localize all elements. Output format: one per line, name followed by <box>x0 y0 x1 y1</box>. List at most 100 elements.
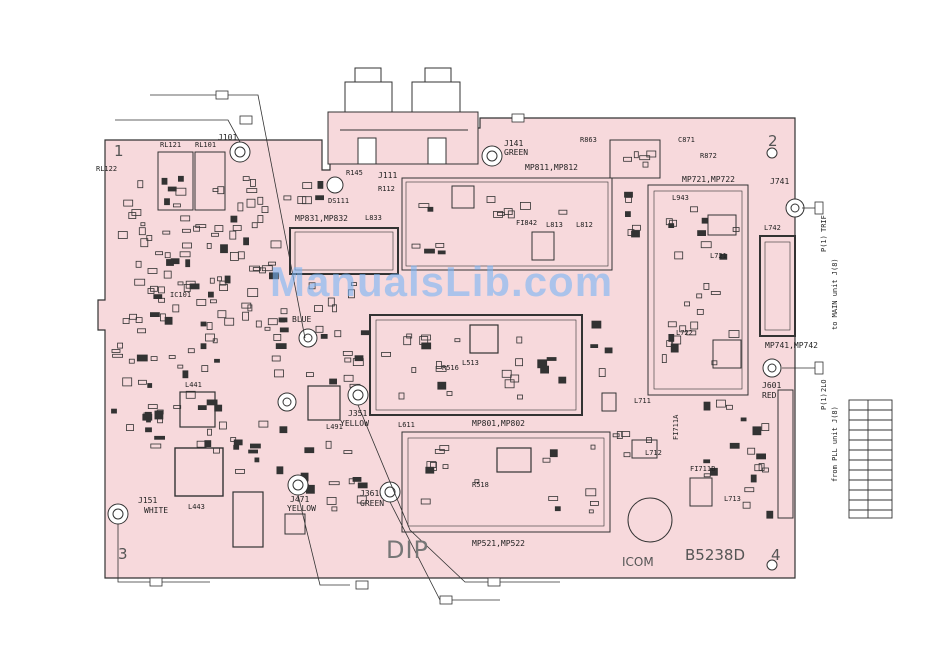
smd-pad <box>193 225 201 232</box>
coax-connectors <box>107 141 805 571</box>
smd-pad <box>138 227 146 236</box>
smd-pad <box>591 320 602 329</box>
smd-pad <box>274 369 284 378</box>
smd-pad <box>344 357 352 363</box>
smd-pad <box>157 416 164 424</box>
part-fi711a: FI711A <box>672 414 680 440</box>
smd-pad <box>147 404 158 410</box>
part-l441: L441 <box>185 381 202 389</box>
smd-pad <box>729 442 740 449</box>
smd-pad <box>446 391 453 396</box>
shield-mp811: MP811,MP812 <box>525 163 578 172</box>
smd-pad <box>625 211 631 218</box>
smd-pad <box>454 338 461 343</box>
smd-pad <box>237 202 244 212</box>
smd-pad <box>268 261 277 266</box>
smd-pad <box>642 161 649 168</box>
smd-pad <box>442 464 449 470</box>
label-j471-color: YELLOW <box>287 504 316 513</box>
smd-pad <box>150 285 158 292</box>
smd-pad <box>504 379 515 389</box>
smd-pad <box>166 259 174 266</box>
smd-pad <box>273 333 282 341</box>
pcb-outline <box>97 117 796 579</box>
smd-pad <box>554 506 561 512</box>
part-fi711b: FI711B <box>690 465 716 473</box>
smd-pad <box>696 293 703 299</box>
smd-pad <box>621 431 631 438</box>
smd-pad <box>177 364 184 369</box>
smd-pad <box>177 281 184 286</box>
smd-pad <box>690 206 698 213</box>
smd-pad <box>209 299 217 304</box>
smd-pad <box>701 217 709 224</box>
smd-pad <box>549 449 558 458</box>
smd-pad <box>297 196 307 205</box>
smd-pad <box>317 180 324 189</box>
smd-pad <box>427 206 434 212</box>
smd-pad <box>158 297 166 303</box>
smd-pad <box>747 447 756 455</box>
smd-pad <box>257 215 264 223</box>
smd-pad <box>542 457 551 463</box>
smd-pad <box>214 225 224 233</box>
smd-pad <box>254 457 260 463</box>
smd-pad <box>710 467 718 476</box>
smd-pad <box>686 330 697 336</box>
smd-pad <box>249 443 261 449</box>
label-j601-color: RED <box>762 391 777 400</box>
part-l812: L812 <box>576 221 593 229</box>
smd-pad <box>604 347 613 354</box>
smd-pad <box>684 301 690 307</box>
smd-pad <box>590 344 599 349</box>
smd-pad <box>411 243 421 249</box>
smd-pad <box>588 509 594 514</box>
smd-pad <box>242 311 250 321</box>
smd-pad <box>279 327 289 333</box>
smd-pad <box>590 444 596 450</box>
corner-number-top-left: 1 <box>114 142 124 160</box>
part-r112: R112 <box>378 185 395 193</box>
smd-pad <box>623 452 631 458</box>
smd-pad <box>679 325 687 333</box>
label-j141: J141 <box>504 139 524 148</box>
board-side-label: DIP <box>386 536 430 564</box>
smd-pad <box>200 343 207 350</box>
smd-pad <box>585 488 597 497</box>
part-l721: L721 <box>710 252 727 260</box>
label-j151: J151 <box>138 496 158 505</box>
smd-pad <box>351 282 357 287</box>
smd-pad <box>233 444 240 450</box>
ext-to-main-pin: P(1) <box>820 235 828 252</box>
smd-pad <box>167 186 177 192</box>
ext-to-main-signal: TRIF <box>820 215 828 232</box>
smd-pad <box>163 270 172 279</box>
smd-pad <box>164 316 173 325</box>
shield-mp801: MP801,MP802 <box>472 419 525 428</box>
smd-pad <box>207 428 212 436</box>
smd-pad <box>403 336 412 346</box>
smd-pad <box>161 177 168 185</box>
smd-pad <box>257 196 264 205</box>
smd-pad <box>517 394 523 400</box>
smd-pad <box>111 408 117 414</box>
smd-pad <box>661 354 667 364</box>
smd-pad <box>147 383 153 388</box>
smd-pad <box>752 426 762 436</box>
smd-pad <box>261 206 269 214</box>
smd-pad <box>197 405 207 411</box>
smd-pad <box>406 333 413 339</box>
smd-pad <box>177 175 184 182</box>
part-ds111: DS111 <box>328 197 350 205</box>
smd-pad <box>703 282 710 290</box>
smd-pad <box>308 282 316 290</box>
smd-pad <box>435 242 445 248</box>
smd-pad <box>558 376 567 384</box>
board-number-label: 4 <box>771 546 781 564</box>
smd-pad <box>486 196 496 203</box>
smd-pad <box>302 182 313 190</box>
smd-pad <box>156 409 164 415</box>
smd-pad <box>201 365 209 373</box>
smd-pad <box>271 355 281 362</box>
shield-mp721: MP721,MP722 <box>682 175 735 184</box>
